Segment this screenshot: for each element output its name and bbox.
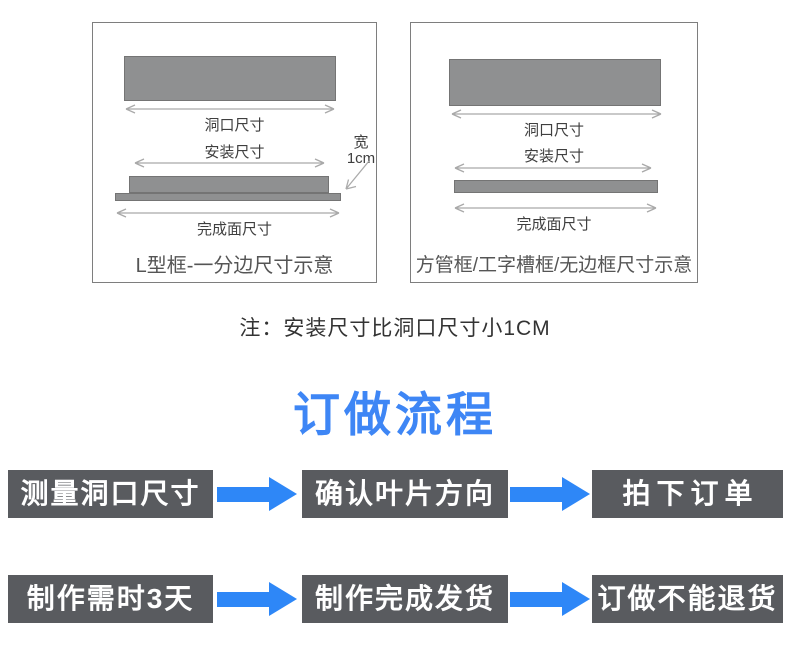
flow-arrow-body [510,592,562,607]
flow-arrow-icon [510,470,590,518]
opening-block [449,59,661,106]
dim-arrow-finished [454,203,657,213]
step-production-time: 制作需时3天 [8,575,213,623]
flow-arrow-icon [510,575,590,623]
frame-bar [454,180,658,193]
flow-arrow-body [510,487,562,502]
step-no-returns: 订做不能退货 [592,575,783,623]
step-confirm-blade-direction: 确认叶片方向 [302,470,508,518]
step-measure-opening: 测量洞口尺寸 [8,470,213,518]
opening-size-label: 洞口尺寸 [204,117,265,134]
flow-arrow-head [562,582,590,616]
dim-arrow-install [454,163,652,173]
flow-arrow-body [217,592,269,607]
flow-arrow-icon [217,575,297,623]
flow-arrow-head [562,477,590,511]
frame-top-bar [129,176,329,193]
flow-arrow-icon [217,470,297,518]
opening-size-label: 洞口尺寸 [523,122,584,139]
diagram-caption-l-frame: L型框-一分边尺寸示意 [135,255,334,277]
diagram-caption-square-frame: 方管框/工字槽框/无边框尺寸示意 [415,255,693,276]
flow-arrow-body [217,487,269,502]
custom-order-process-heading: 订做流程 [293,388,497,441]
install-size-label: 安装尺寸 [204,144,265,161]
flow-arrow-head [269,477,297,511]
dim-arrow-install [134,158,325,168]
step-ship-when-done: 制作完成发货 [302,575,508,623]
diagram-l-frame-box: 洞口尺寸 安装尺寸 宽 1cm 完成面尺寸 L型框-一分边尺寸示意 [92,22,377,283]
dim-arrow-opening [451,109,662,119]
diagram-square-frame-box: 洞口尺寸 安装尺寸 完成面尺寸 方管框/工字槽框/无边框尺寸示意 [410,22,698,283]
dim-arrow-opening [125,104,335,114]
frame-width-note-line1: 宽 [353,134,369,151]
install-size-note: 注：安装尺寸比洞口尺寸小1CM [239,317,551,340]
opening-block [124,56,336,101]
finished-size-label: 完成面尺寸 [196,221,272,238]
install-size-label: 安装尺寸 [523,148,584,165]
width-pointer-arrow [345,160,370,190]
finished-size-label: 完成面尺寸 [516,216,592,233]
frame-flange-bar [115,193,341,201]
process-flow-row-1: 测量洞口尺寸 确认叶片方向 拍下订单 [0,470,790,518]
process-flow-row-2: 制作需时3天 制作完成发货 订做不能退货 [0,575,790,623]
flow-arrow-head [269,582,297,616]
dim-arrow-finished [116,208,340,218]
step-place-order: 拍下订单 [592,470,783,518]
